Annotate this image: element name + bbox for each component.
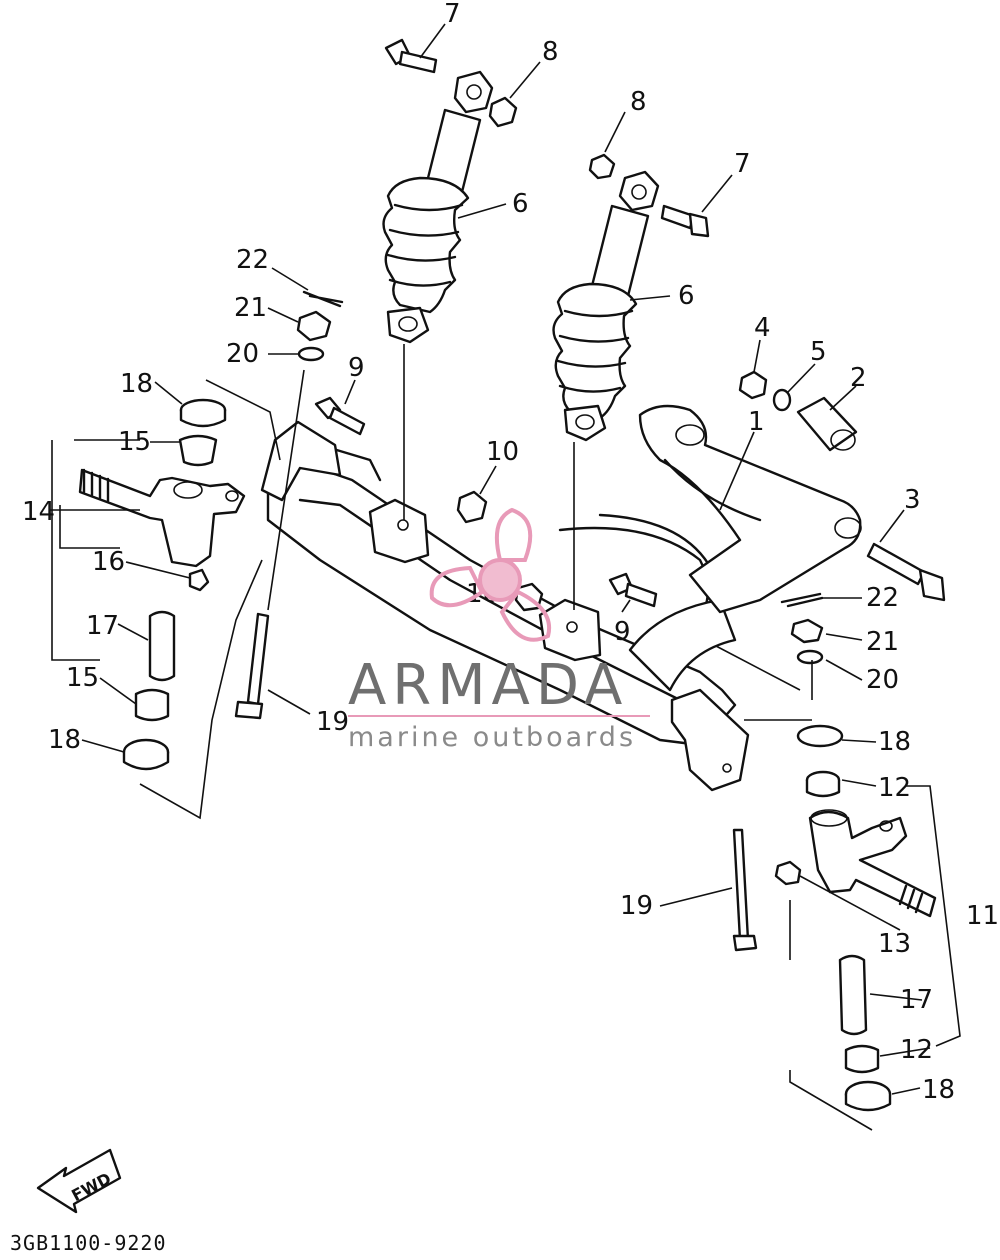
washer-20-right [796,649,824,665]
bolt-3 [866,542,946,602]
nut-8-right [588,153,616,180]
right-knuckle-group [715,645,961,1131]
washer-20-left [297,346,325,362]
callout-22-right: 22 [866,583,899,613]
callout-1: 1 [748,407,765,437]
callout-13: 13 [878,929,911,959]
callout-5: 5 [810,337,827,367]
callout-12-lower: 12 [900,1035,933,1065]
lower-arm [638,404,862,614]
washer-5 [772,388,792,412]
callout-18-bottom-right: 18 [922,1075,955,1105]
callout-7-right: 7 [734,149,751,179]
front-frame [260,420,750,792]
watermark-tagline: marine outboards [348,722,636,753]
bolt-7-left [384,38,438,74]
nut-4 [738,370,768,400]
callout-20-right: 20 [866,665,899,695]
left-knuckle-group [51,379,281,820]
callout-3: 3 [904,485,921,515]
callout-2: 2 [850,363,867,393]
nut-10-left [456,490,488,524]
callout-numbers: 1 2 3 4 5 6 6 7 7 8 8 9 9 10 10 11 12 12… [22,0,999,1105]
callout-15-upper: 15 [118,427,151,457]
shock-absorber-left [382,70,494,344]
callout-7-left: 7 [444,0,461,29]
callout-6-right: 6 [678,281,695,311]
callout-4: 4 [754,313,771,343]
cotter-pin-22-left [302,290,344,308]
castle-nut-21-right [790,618,824,644]
bushing-2 [796,396,858,452]
callout-6-left: 6 [512,189,529,219]
callout-8-left: 8 [542,37,559,67]
guide-line-left-pin [267,369,305,611]
callout-8-right: 8 [630,87,647,117]
callout-17-right: 17 [900,985,933,1015]
bolt-9-left [314,396,366,436]
leader-lines [50,23,931,1095]
callout-20-left: 20 [226,339,259,369]
callout-12-upper: 12 [878,773,911,803]
callout-18-bottom-left: 18 [48,725,81,755]
pin-19-left [234,612,270,720]
bolt-9-right [608,572,658,608]
callout-19-left: 19 [316,707,349,737]
callout-14: 14 [22,497,55,527]
callout-9-left: 9 [348,353,365,383]
cotter-pin-22-right [780,592,824,608]
castle-nut-21-left [296,310,332,342]
callout-21-right: 21 [866,627,899,657]
callout-21-left: 21 [234,293,267,323]
diagram-code: 3GB1100-9220 [10,1231,167,1255]
shock-absorber-right [552,170,660,442]
callout-18-top-left: 18 [120,369,153,399]
callout-17-left: 17 [86,611,119,641]
bolt-7-right [660,204,710,238]
callout-19-right: 19 [620,891,653,921]
callout-16: 16 [92,547,125,577]
callout-11: 11 [966,901,999,931]
propeller-logo-icon [429,507,552,642]
callout-15-lower: 15 [66,663,99,693]
callout-22-left: 22 [236,245,269,275]
callout-18-top-right: 18 [878,727,911,757]
armada-watermark: ARMADA marine outboards [348,507,650,753]
forward-direction-arrow: FWD [36,1148,122,1214]
callout-9-right: 9 [614,617,631,647]
nut-8-left [488,96,518,128]
watermark-brand: ARMADA [348,653,628,718]
callout-10-upper: 10 [486,437,519,467]
